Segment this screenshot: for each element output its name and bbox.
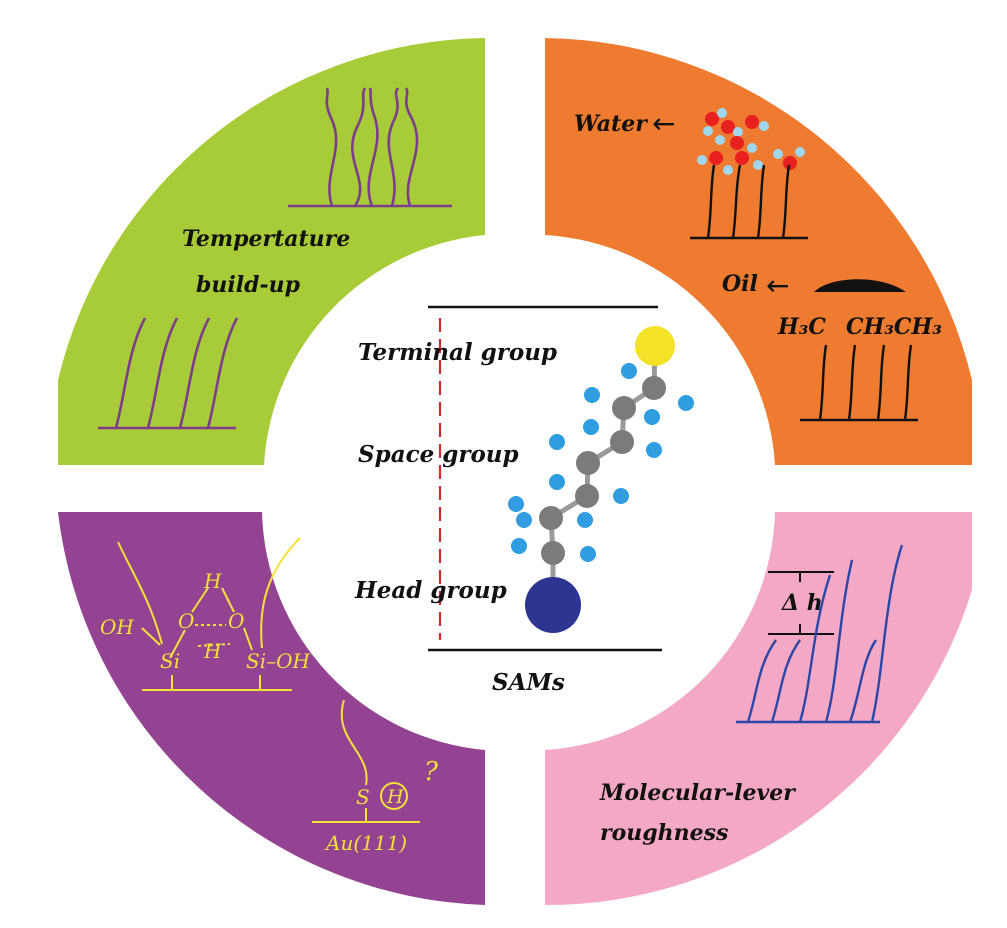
hydrophilic-chains [690, 164, 808, 240]
hydrophobic-chains [800, 344, 918, 422]
methyl-label-1: H₃C [777, 314, 826, 340]
temperature-label-line1: Tempertature [182, 226, 350, 252]
h-top-label: H [203, 569, 222, 593]
question-mark: ? [424, 757, 439, 787]
quadrant-wettability [545, 38, 972, 465]
o-left-label: O [178, 609, 194, 633]
h-bottom-label: H [203, 639, 222, 663]
water-arrow-icon: ← [652, 107, 675, 140]
roughness-label-line2: roughness [600, 820, 728, 846]
head-atom [525, 577, 581, 633]
space-group-label: Space group [358, 441, 519, 468]
methyl-label-2: CH₃CH₃ [846, 314, 942, 340]
au-substrate-label: Au(111) [324, 831, 407, 855]
oh-left-label: OH [100, 615, 134, 639]
quadrant-temperature [58, 38, 485, 465]
sam-frame [428, 305, 662, 652]
o-right-label: O [228, 609, 244, 633]
s-label: S [356, 785, 370, 809]
delta-h-label: Δ h [781, 590, 823, 616]
si-right-label: Si–OH [246, 649, 310, 673]
head-group-label: Head group [354, 577, 507, 604]
disordered-chains [288, 87, 452, 208]
quadrant-roughness [545, 512, 972, 906]
si-left-label: Si [160, 649, 180, 673]
terminal-atom [635, 326, 675, 366]
oil-arrow-icon: ← [766, 269, 789, 302]
silane-bonding [117, 537, 301, 691]
uneven-chains [736, 544, 904, 724]
h-circled-label: H [386, 786, 404, 808]
oil-label: Oil [722, 271, 758, 297]
water-molecules [697, 108, 805, 175]
water-label: Water [574, 111, 648, 137]
thiol-bonding [312, 699, 420, 823]
temperature-label-line2: build-up [196, 272, 301, 298]
ordered-chains [98, 317, 239, 430]
roughness-label-line1: Molecular-lever [599, 780, 796, 806]
quadrant-head-bonding [58, 512, 485, 905]
sams-label: SAMs [492, 669, 565, 696]
terminal-group-label: Terminal group [358, 339, 557, 366]
molecule-model [508, 326, 694, 633]
oil-droplet [814, 279, 906, 292]
delta-h-marker [768, 571, 834, 635]
